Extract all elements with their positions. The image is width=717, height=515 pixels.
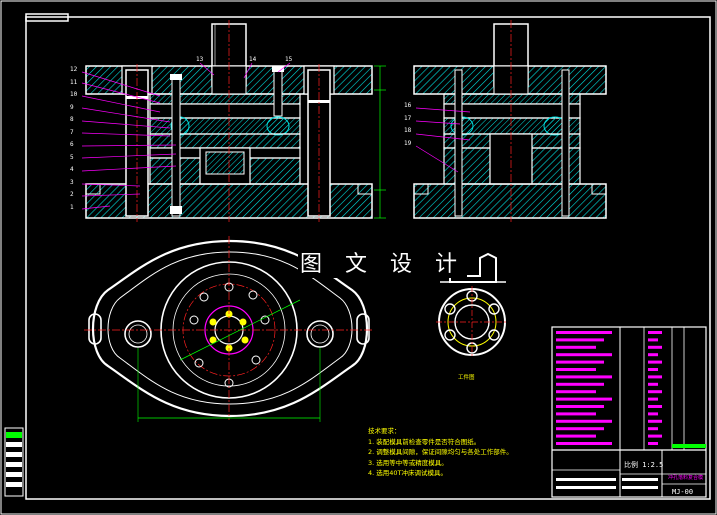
title-row-stripe [648,419,662,423]
title-row-stripe [556,434,596,438]
title-row-stripe [556,427,604,431]
title-row-stripe [556,375,612,379]
title-row-stripe [648,368,658,371]
workpiece-caption: 工件图 [458,375,475,381]
tech-note-4: 4. 选用40T冲床调试模具。 [368,469,448,477]
corner-tab [25,13,69,22]
title-row-stripe [648,345,662,349]
title-row-stripe [556,442,612,445]
tech-note-3: 3. 选用等中等或精度模具。 [368,458,448,467]
leader-label-6: 6 [70,141,74,148]
title-row-stripe [648,375,662,379]
leader-label-3: 3 [70,178,74,186]
leader-label-2: 2 [70,191,74,198]
scale-label: 比例 1:2.5 [624,461,664,469]
leader-label-13: 13 [196,56,204,63]
leader-label-17: 17 [404,114,412,122]
leader-label-10: 10 [70,91,78,98]
leader-label-5: 5 [70,153,74,161]
leader-label-18: 18 [404,127,412,134]
title-row-stripe [648,390,662,394]
leader-label-15: 15 [285,56,293,63]
title-row-stripe [648,442,658,445]
leader-label-16: 16 [404,102,412,109]
technical-notes: 技术要求： 1. 装配模具前检查零件是否符合图纸。 2. 调整模具间隙，保证间隙… [368,426,513,479]
title-block [551,326,707,498]
title-row-stripe [556,390,596,394]
title-row-stripe [648,353,658,357]
title-row-stripe [648,427,658,431]
title-row-stripe [556,360,604,364]
title-row-stripe [556,382,604,386]
leader-label-11: 11 [70,78,78,86]
title-row-stripe [556,345,596,349]
title-row-stripe [556,397,612,401]
leader-label-8: 8 [70,116,74,123]
tech-note-1: 1. 装配模具前检查零件是否符合图纸。 [368,437,481,446]
title-row-stripe [648,397,658,401]
leader-label-19: 19 [404,139,412,147]
drawing-name: 冲孔落料复合模 [668,475,704,481]
main-section-view [81,20,386,222]
title-row-stripe [648,331,662,334]
leader-label-14: 14 [249,56,257,63]
leader-label-4: 4 [70,166,74,173]
leader-label-12: 12 [70,66,78,73]
margin-legend [4,427,24,497]
title-row-stripe [648,434,662,438]
title-row-stripe [556,405,604,408]
title-row-stripe [556,331,612,334]
plan-view [84,236,374,422]
title-row-stripe [648,338,658,342]
title-row-stripe [556,338,604,342]
title-row-stripe [556,412,596,416]
title-row-stripe [556,368,596,371]
title-row-stripe [648,412,658,416]
leader-label-1: 1 [70,203,74,211]
title-row-stripe [648,382,658,386]
inner-border [25,16,711,500]
watermark-text: 图 文 设 计 [298,246,467,278]
tech-notes-title: 技术要求： [368,427,401,435]
title-row-stripe [556,419,612,423]
tech-note-2: 2. 调整模具间隙，保证间隙均匀与各处工作部件。 [368,448,513,456]
leader-label-7: 7 [70,128,74,136]
drawing-number: MJ-00 [672,488,694,496]
title-row-stripe [648,360,662,364]
title-row-stripe [648,405,662,408]
workpiece-drawing [436,252,508,358]
title-row-stripe [556,353,612,357]
side-section-view [413,20,607,222]
leader-label-9: 9 [70,103,74,111]
